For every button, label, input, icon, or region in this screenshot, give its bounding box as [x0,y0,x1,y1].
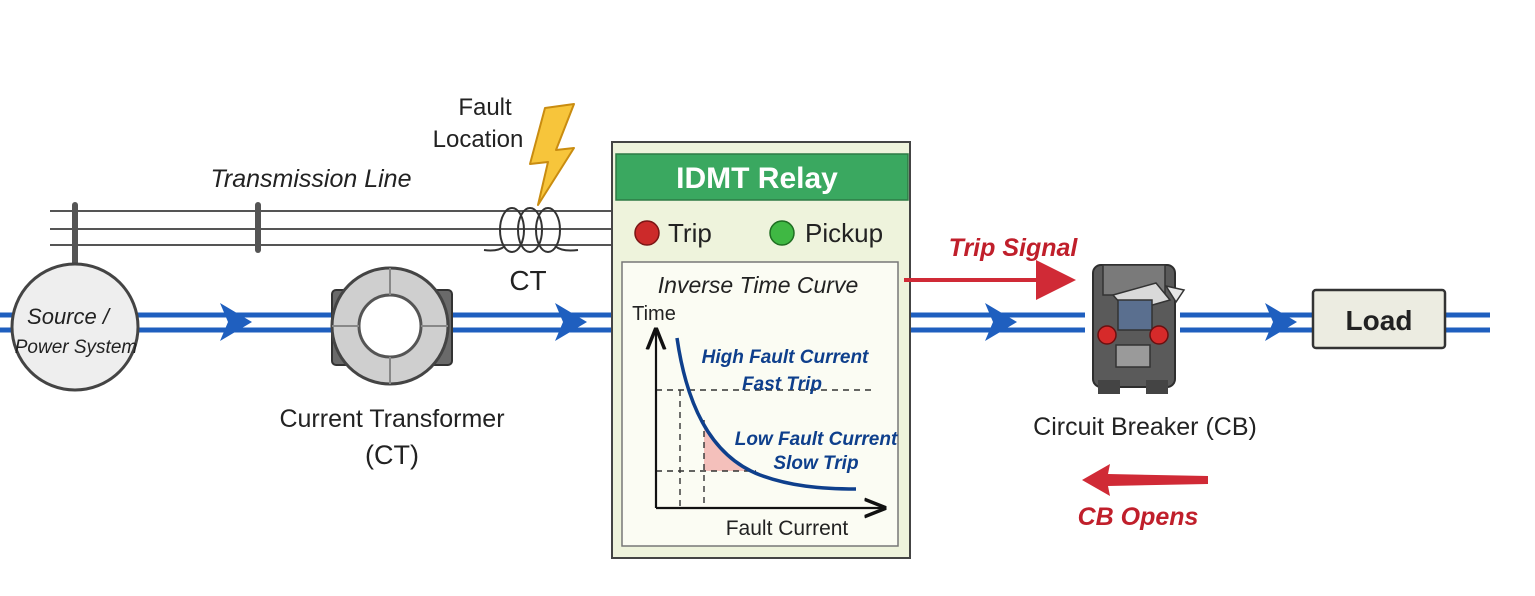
ct-label: CT [509,265,546,296]
relay-title: IDMT Relay [676,162,838,195]
load-box: Load [1311,288,1447,350]
transmission-line-label: Transmission Line [210,165,411,193]
current-transformer-label-line1: Current Transformer [279,405,504,433]
cb-opens-label: CB Opens [1078,503,1199,531]
source-label-line1: Source / [27,304,111,329]
high-fault-label-line1: High Fault Current [702,347,869,368]
transmission-line [50,202,612,268]
trip-indicator [634,220,660,246]
pickup-label: Pickup [805,218,883,248]
cb-opens-arrow: CB Opens [1078,464,1208,531]
current-transformer-icon [330,266,453,386]
circuit-breaker-icon [1092,264,1186,394]
source-power-system: Source / Power System [10,255,140,392]
circuit-breaker-label: Circuit Breaker (CB) [1033,413,1257,441]
lightning-bolt-icon [529,103,575,206]
trip-label: Trip [668,218,712,248]
flow-arrowheads [220,303,1297,341]
coil-icon [483,207,579,253]
curve-guides [656,389,876,508]
high-fault-label-line2: Fast Trip [742,374,822,395]
current-transformer-label-line2: (CT) [365,440,419,470]
inverse-time-curve [675,337,857,491]
idmt-relay: IDMT Relay Trip Pickup Inverse Time Curv… [611,141,911,559]
time-axis-label: Time [632,303,676,325]
fault-current-axis-label: Fault Current [726,517,849,540]
low-fault-label-line1: Low Fault Current [735,429,898,450]
curve-panel [621,261,899,547]
pickup-indicator [769,220,795,246]
curve-title: Inverse Time Curve [658,272,858,298]
curve-shade [704,420,748,471]
fault-location-label-line1: Fault [458,94,512,121]
low-fault-label-line2: Slow Trip [773,453,858,474]
trip-signal-arrow: Trip Signal [904,234,1079,300]
source-label-line2: Power System [15,337,137,358]
fault-location-label-line2: Location [433,126,524,153]
trip-signal-label: Trip Signal [949,234,1079,262]
load-label: Load [1346,305,1413,336]
